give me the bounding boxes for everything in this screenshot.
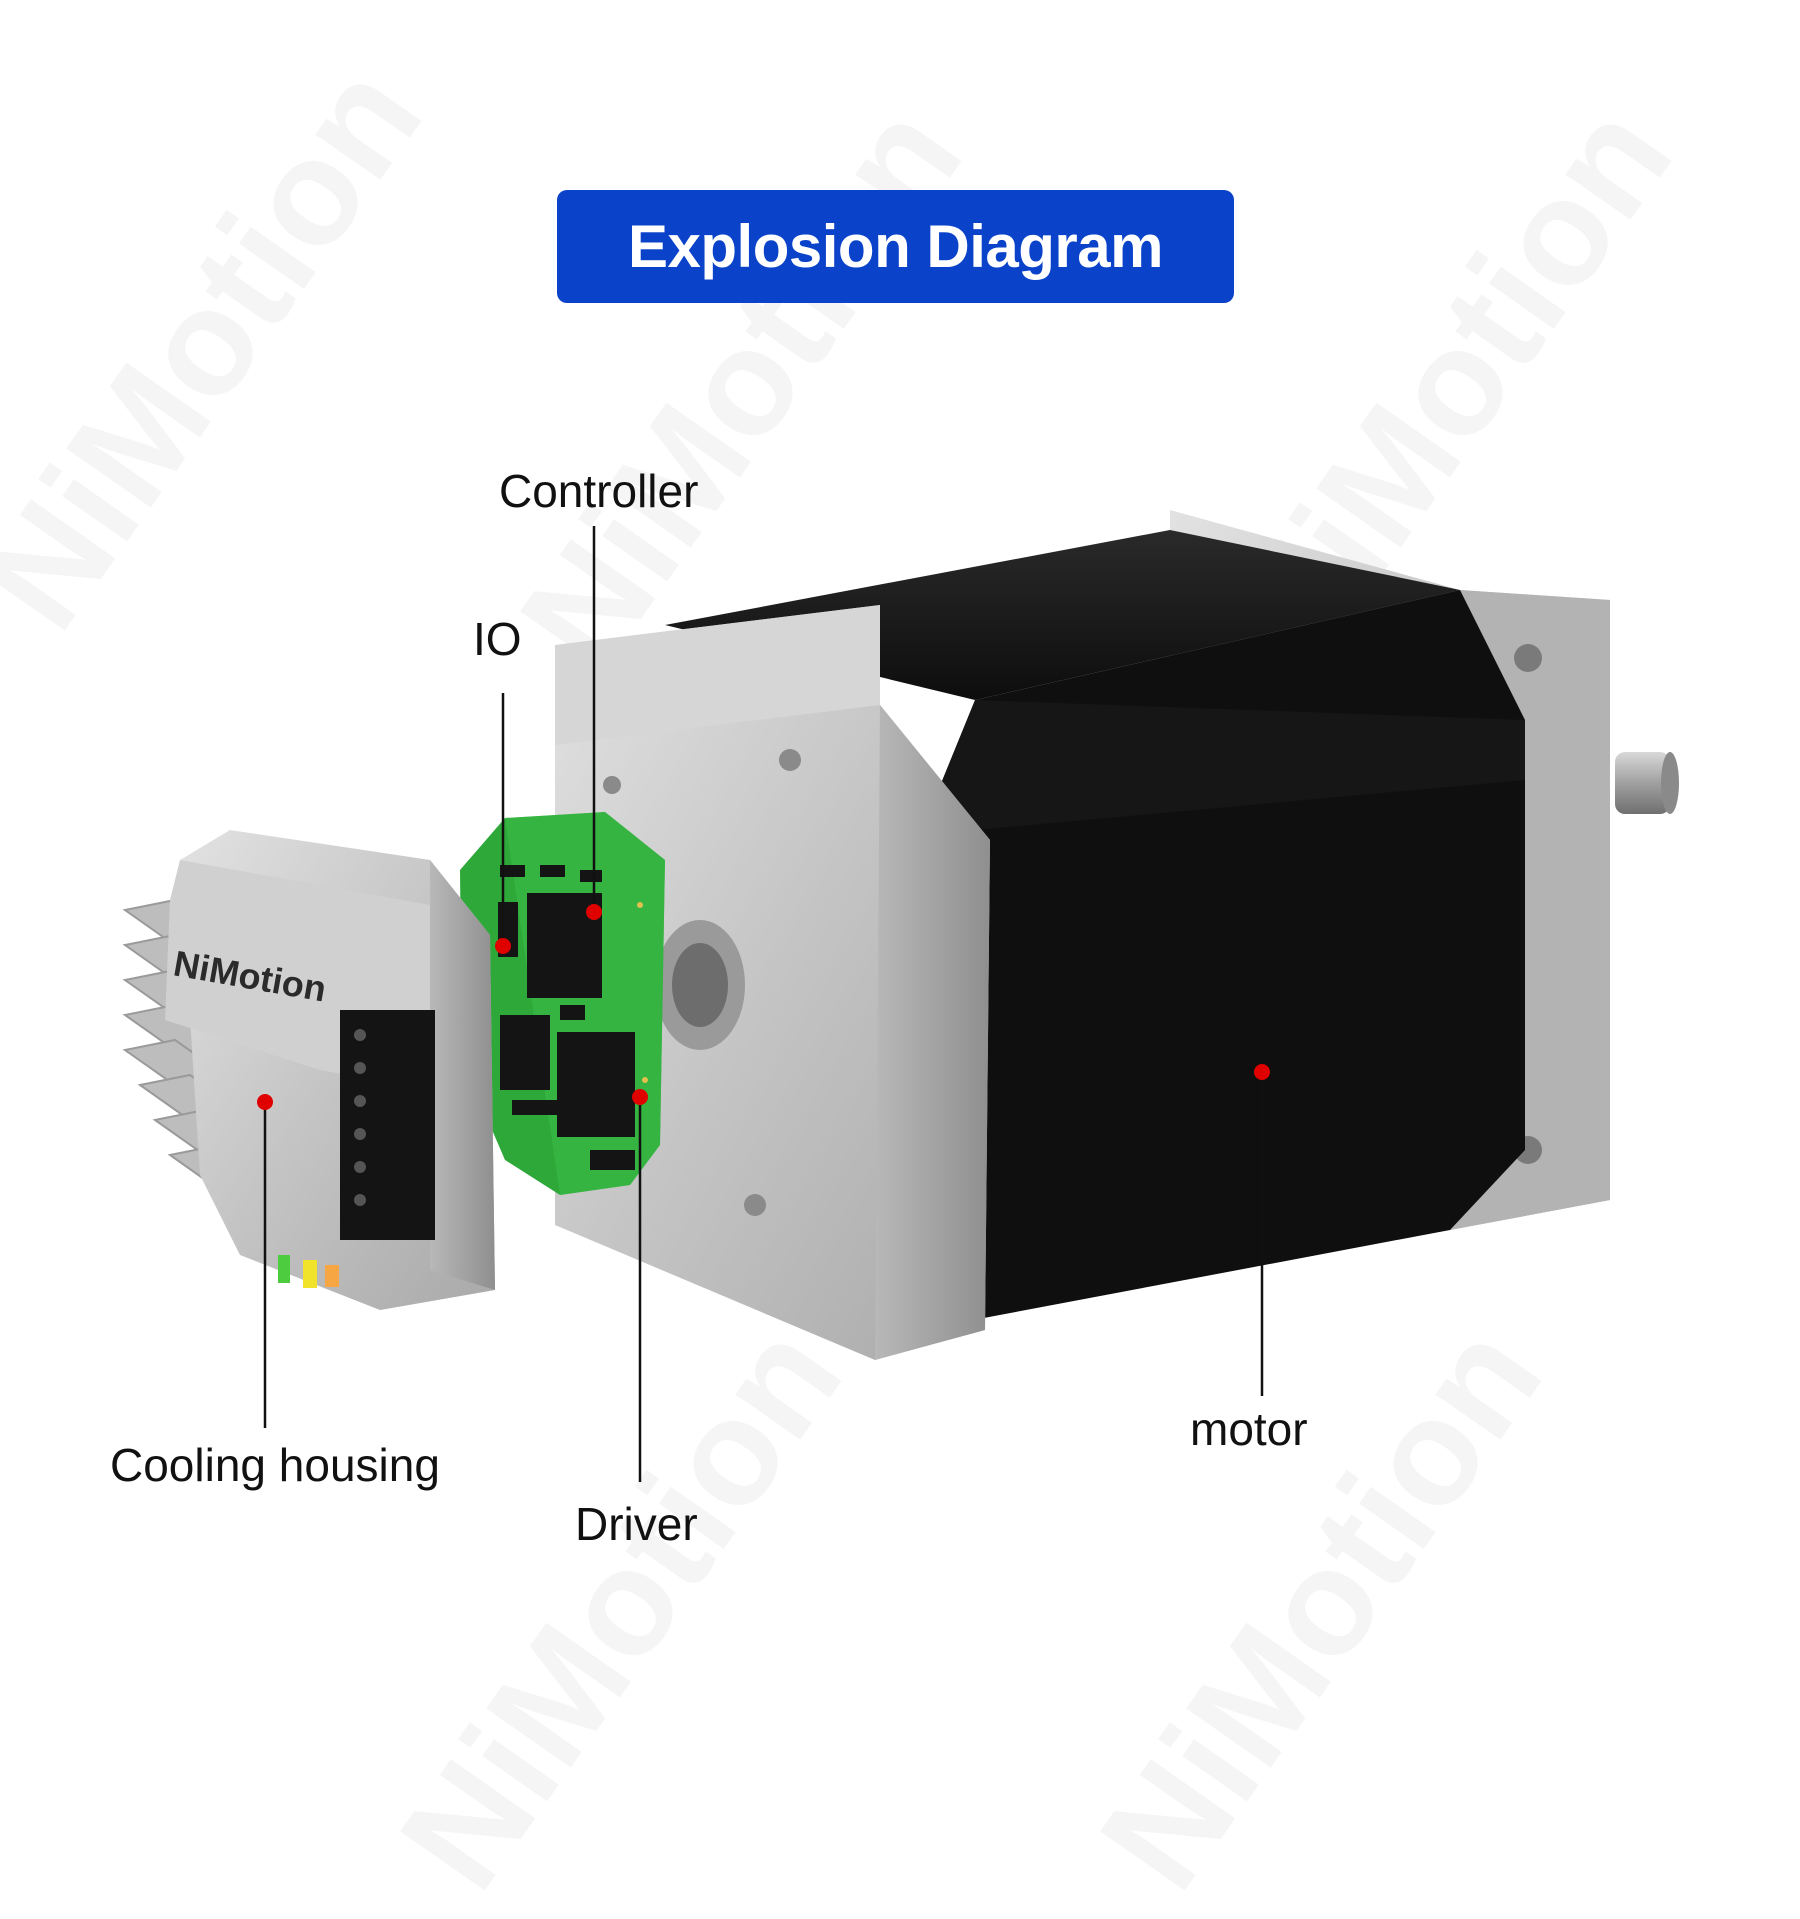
callout-dot-cooling-housing: [257, 1094, 273, 1110]
exploded-view-illustration: NiMotion: [122, 510, 1679, 1482]
page-title: Explosion Diagram: [628, 213, 1163, 280]
status-led-orange: [325, 1265, 339, 1287]
label-driver: Driver: [575, 1498, 698, 1550]
callout-dot-io: [495, 938, 511, 954]
callout-dot-controller: [586, 904, 602, 920]
cooling-housing-part: NiMotion: [122, 830, 495, 1310]
label-controller: Controller: [499, 465, 699, 517]
pcb-board: [460, 812, 665, 1195]
callout-dot-driver: [632, 1089, 648, 1105]
label-io: IO: [473, 613, 522, 665]
status-led-yellow: [303, 1260, 317, 1288]
status-led-green: [278, 1255, 290, 1283]
driver-chip: [557, 1032, 635, 1137]
title-banner: Explosion Diagram: [557, 190, 1234, 303]
label-motor: motor: [1190, 1403, 1308, 1455]
terminal-connector: [340, 1010, 435, 1240]
label-cooling-housing: Cooling housing: [110, 1439, 440, 1491]
callout-dot-motor: [1254, 1064, 1270, 1080]
motor-assembly: [555, 510, 1679, 1360]
